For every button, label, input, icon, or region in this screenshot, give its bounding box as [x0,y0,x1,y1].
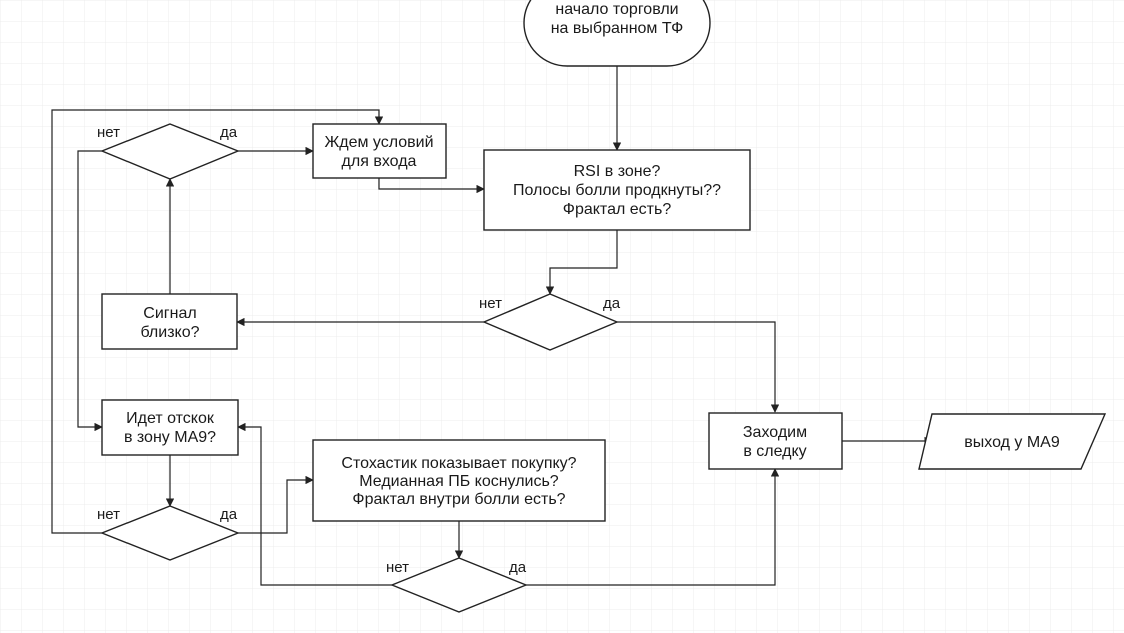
node-start-line-1: начало торговли [555,1,678,18]
svg-text:на выбранном ТФ: на выбранном ТФ [551,20,684,37]
edge-wait-to-rsi [378,178,485,194]
svg-text:близко?: близко? [140,324,199,341]
decision-d2-no-label: нет [479,295,502,312]
node-wait: Ждем условий для входа [312,123,447,179]
node-follow-line-2: в следку [743,443,806,460]
svg-text:Медианная ПБ коснулись?: Медианная ПБ коснулись? [359,473,559,490]
node-follow-line-1: Заходим [743,424,807,441]
edge-rsi-to-d2 [545,230,618,295]
edge-d3-no-to-bounce [237,422,392,586]
edge-d4-yes-to-stoch [238,475,314,534]
node-wait-line-2: для входа [342,153,417,170]
node-rsi: RSI в зоне? Полосы болли продкнуты?? Фра… [483,149,751,231]
decision-d1: нет да [97,123,240,180]
decision-d4-no-label: нет [97,506,120,523]
svg-text:RSI в зоне?: RSI в зоне? [574,163,661,180]
node-stoch-line-1: Стохастик показывает покупку? [341,455,576,472]
svg-text:Фрактал внутри болли есть?: Фрактал внутри болли есть? [352,491,565,508]
node-bounce-line-2: в зону МА9? [124,429,216,446]
node-stoch-line-2: Медианная ПБ коснулись? [359,473,559,490]
node-stoch-line-3: Фрактал внутри болли есть? [352,491,565,508]
edge-d1-no-to-bounce [77,150,103,432]
node-exit: выход у МА9 [918,413,1107,470]
decision-d1-yes-label: да [220,124,238,141]
decision-d3-yes-label: да [509,559,527,576]
decision-d4-yes-label: да [220,506,238,523]
svg-text:Сигнал: Сигнал [143,305,196,322]
node-rsi-line-3: Фрактал есть? [563,201,672,218]
node-signal: Сигнал близко? [101,293,238,350]
svg-text:Фрактал есть?: Фрактал есть? [563,201,672,218]
svg-text:Заходим: Заходим [743,424,807,441]
node-start-line-2: на выбранном ТФ [551,20,684,37]
svg-text:Полосы болли продкнуты??: Полосы болли продкнуты?? [513,182,721,199]
svg-text:в следку: в следку [743,443,806,460]
node-start: начало торговли на выбранном ТФ [523,0,711,67]
decision-d3-no-label: нет [386,559,409,576]
svg-text:Идет отскок: Идет отскок [126,410,215,427]
node-bounce: Идет отскок в зону МА9? [101,399,239,456]
node-signal-line-2: близко? [140,324,199,341]
decision-d2: нет да [479,293,621,351]
decision-d1-no-label: нет [97,124,120,141]
node-rsi-line-1: RSI в зоне? [574,163,661,180]
node-rsi-line-2: Полосы болли продкнуты?? [513,182,721,199]
svg-text:Ждем условий: Ждем условий [324,134,433,151]
svg-text:в зону МА9?: в зону МА9? [124,429,216,446]
decision-d2-yes-label: да [603,295,621,312]
edge-d4-no-to-wait [51,109,384,534]
node-exit-line-1: выход у МА9 [964,434,1060,451]
node-follow: Заходим в следку [708,412,843,470]
node-signal-line-1: Сигнал [143,305,196,322]
node-wait-line-1: Ждем условий [324,134,433,151]
edge-d2-yes-to-follow [617,321,780,413]
edge-d3-yes-to-follow [526,468,780,586]
svg-text:для входа: для входа [342,153,417,170]
decision-d4: нет да [97,505,240,561]
edges [51,66,933,586]
node-bounce-line-1: Идет отскок [126,410,215,427]
svg-text:Стохастик показывает покупку?: Стохастик показывает покупку? [341,455,576,472]
node-stoch: Стохастик показывает покупку? Медианная … [312,439,606,522]
svg-text:начало торговли: начало торговли [555,1,678,18]
decision-d3: нет да [386,557,528,613]
svg-text:выход у МА9: выход у МА9 [964,434,1060,451]
